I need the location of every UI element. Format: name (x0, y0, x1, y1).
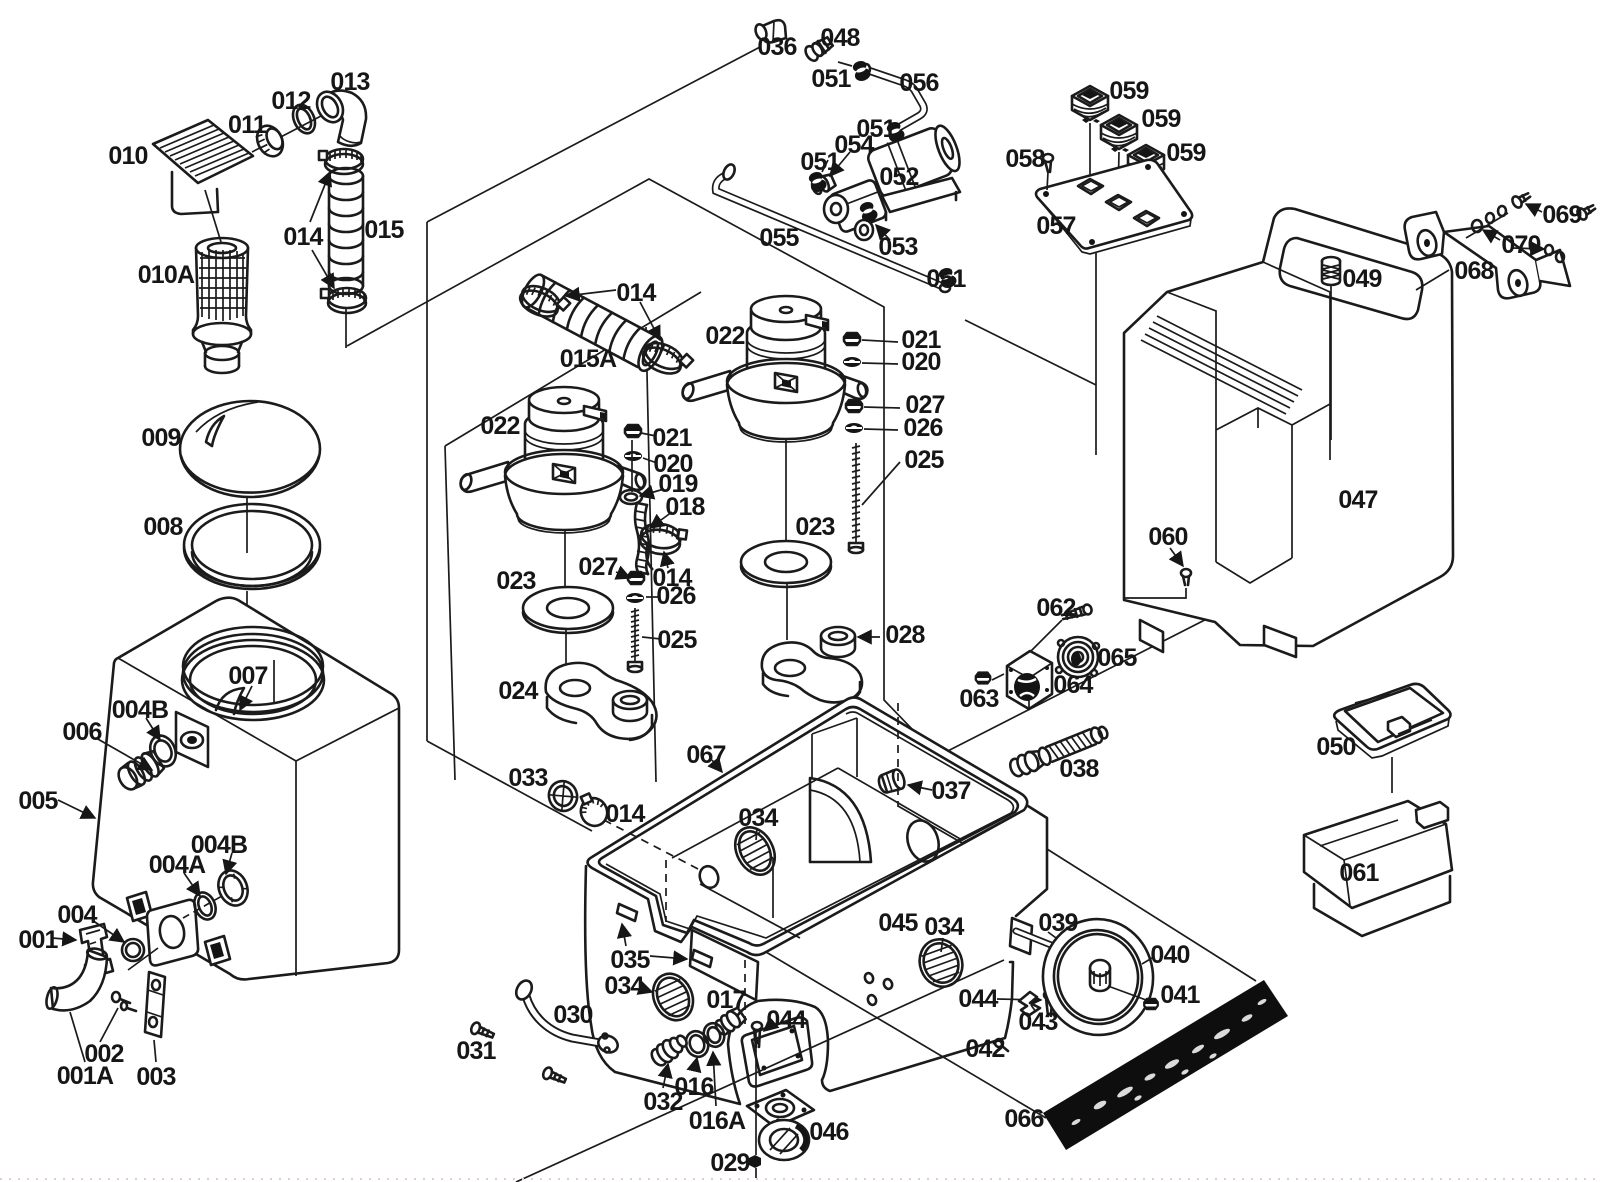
svg-text:056: 056 (899, 69, 938, 97)
svg-text:017: 017 (706, 986, 745, 1014)
svg-text:061: 061 (1339, 859, 1379, 887)
svg-text:024: 024 (498, 677, 538, 705)
svg-text:052: 052 (879, 163, 918, 191)
svg-text:022: 022 (705, 322, 744, 350)
svg-text:002: 002 (84, 1040, 123, 1068)
svg-text:007: 007 (228, 662, 267, 690)
svg-text:050: 050 (1316, 733, 1355, 761)
svg-text:015: 015 (364, 216, 404, 244)
svg-text:034: 034 (924, 913, 964, 941)
svg-text:018: 018 (665, 493, 705, 521)
svg-text:015A: 015A (560, 345, 617, 373)
svg-text:010: 010 (108, 142, 147, 170)
svg-text:035: 035 (610, 946, 650, 974)
svg-text:036: 036 (757, 33, 796, 61)
svg-text:043: 043 (1018, 1008, 1057, 1036)
svg-text:053: 053 (878, 233, 917, 261)
svg-text:064: 064 (1053, 671, 1093, 699)
svg-text:044: 044 (766, 1006, 806, 1034)
svg-text:040: 040 (1150, 941, 1189, 969)
svg-text:037: 037 (931, 777, 970, 805)
svg-text:051: 051 (811, 65, 851, 93)
svg-text:051: 051 (856, 115, 896, 143)
svg-text:014: 014 (605, 800, 645, 828)
svg-text:048: 048 (820, 24, 860, 52)
svg-text:011: 011 (228, 111, 267, 139)
svg-text:032: 032 (643, 1088, 682, 1116)
svg-text:062: 062 (1036, 594, 1075, 622)
svg-text:027: 027 (578, 553, 617, 581)
svg-text:005: 005 (18, 787, 58, 815)
svg-text:028: 028 (885, 621, 925, 649)
svg-text:070: 070 (1501, 231, 1540, 259)
svg-text:021: 021 (901, 326, 941, 354)
svg-text:004B: 004B (191, 831, 248, 859)
svg-text:020: 020 (653, 450, 692, 478)
svg-text:029: 029 (710, 1149, 749, 1177)
svg-text:001: 001 (18, 926, 58, 954)
svg-text:006: 006 (62, 718, 101, 746)
svg-text:051: 051 (926, 265, 966, 293)
svg-text:013: 013 (330, 68, 369, 96)
svg-text:004A: 004A (149, 851, 206, 879)
svg-text:030: 030 (553, 1001, 592, 1029)
svg-text:034: 034 (604, 972, 644, 1000)
svg-text:021: 021 (652, 424, 692, 452)
svg-text:068: 068 (1454, 257, 1494, 285)
svg-text:059: 059 (1141, 105, 1180, 133)
svg-text:041: 041 (1160, 981, 1200, 1009)
svg-text:059: 059 (1109, 77, 1148, 105)
svg-text:058: 058 (1005, 145, 1045, 173)
svg-text:033: 033 (508, 764, 547, 792)
svg-text:022: 022 (480, 412, 519, 440)
svg-text:054: 054 (834, 131, 874, 159)
svg-text:039: 039 (1038, 909, 1077, 937)
svg-text:019: 019 (658, 470, 697, 498)
svg-text:049: 049 (1342, 265, 1381, 293)
svg-text:063: 063 (959, 685, 998, 713)
svg-text:026: 026 (903, 414, 942, 442)
svg-text:001A: 001A (57, 1062, 114, 1090)
svg-text:069: 069 (1542, 201, 1581, 229)
svg-text:023: 023 (496, 567, 535, 595)
svg-text:065: 065 (1097, 644, 1137, 672)
svg-text:057: 057 (1036, 212, 1075, 240)
svg-text:014: 014 (652, 564, 692, 592)
svg-text:004B: 004B (112, 696, 169, 724)
svg-text:023: 023 (795, 513, 834, 541)
svg-text:009: 009 (141, 424, 180, 452)
svg-text:010A: 010A (138, 261, 195, 289)
svg-text:042: 042 (965, 1035, 1004, 1063)
svg-text:046: 046 (809, 1118, 848, 1146)
svg-text:038: 038 (1059, 755, 1099, 783)
svg-text:008: 008 (143, 513, 183, 541)
svg-text:055: 055 (759, 224, 799, 252)
svg-text:051: 051 (800, 148, 840, 176)
svg-text:004: 004 (57, 901, 97, 929)
svg-text:045: 045 (878, 909, 918, 937)
svg-text:016A: 016A (689, 1107, 746, 1135)
svg-text:014: 014 (283, 223, 323, 251)
svg-text:014: 014 (616, 279, 656, 307)
svg-text:012: 012 (271, 87, 310, 115)
svg-text:060: 060 (1148, 523, 1187, 551)
svg-text:067: 067 (686, 741, 725, 769)
svg-text:066: 066 (1004, 1105, 1043, 1133)
svg-text:047: 047 (1338, 486, 1377, 514)
svg-text:020: 020 (901, 348, 940, 376)
svg-text:003: 003 (136, 1063, 175, 1091)
svg-text:026: 026 (656, 582, 695, 610)
svg-text:025: 025 (904, 446, 944, 474)
svg-text:034: 034 (738, 804, 778, 832)
svg-text:059: 059 (1166, 139, 1205, 167)
svg-text:027: 027 (905, 391, 944, 419)
svg-text:044: 044 (958, 985, 998, 1013)
svg-text:031: 031 (456, 1037, 496, 1065)
svg-text:016: 016 (674, 1073, 713, 1101)
svg-text:025: 025 (657, 626, 697, 654)
